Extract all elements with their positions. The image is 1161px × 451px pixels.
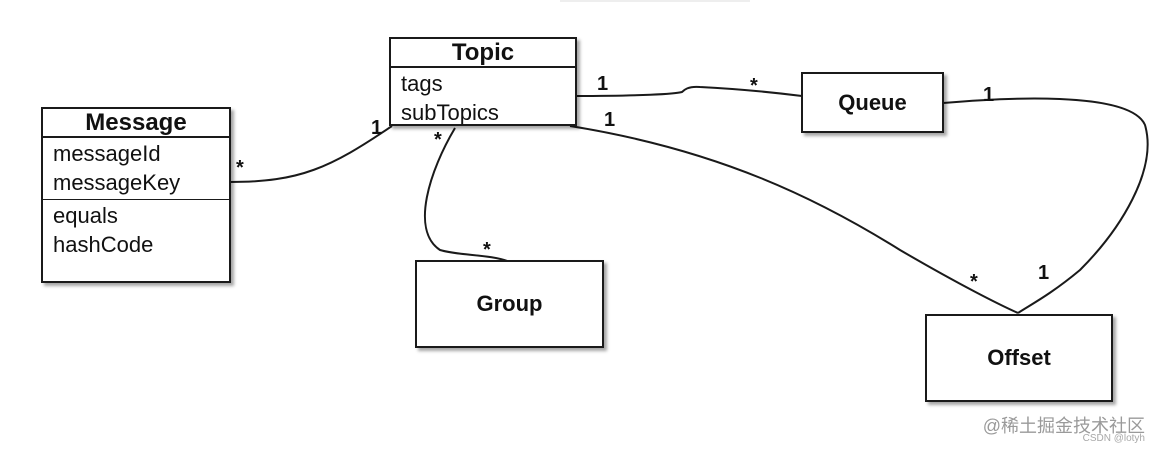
message-method-equals: equals [53, 203, 118, 228]
group-class-name: Group [476, 291, 543, 316]
message-method-hashcode: hashCode [53, 232, 154, 257]
topic-class: Topic tags subTopics [389, 37, 577, 126]
multiplicity-group-end-topic: * [483, 239, 491, 261]
message-methods: equals hashCode [43, 200, 229, 261]
multiplicity-offset-end-topic: * [970, 271, 978, 293]
message-class: Message messageId messageKey equals hash… [41, 107, 231, 283]
offset-class-name: Offset [987, 345, 1051, 370]
multiplicity-offset-end-queue: 1 [1038, 262, 1050, 284]
multiplicity-topic-end-offset: 1 [604, 109, 616, 131]
message-class-name: Message [43, 109, 229, 138]
watermark: @稀土掘金技术社区 [982, 416, 1145, 436]
multiplicity-topic-end-queue: 1 [597, 73, 609, 95]
queue-class: Queue [801, 72, 944, 133]
multiplicity-queue-end-offset: 1 [983, 84, 995, 106]
topic-attributes: tags subTopics [391, 68, 575, 129]
offset-class: Offset [925, 314, 1113, 402]
watermark-sub: CSDN @lotyh [1082, 433, 1145, 444]
association-topic-group [424, 127, 511, 263]
association-topic-offset [569, 125, 1019, 314]
multiplicity-topic-end-group: * [434, 129, 442, 151]
topic-attribute-tags: tags [401, 71, 443, 96]
topic-attribute-subtopics: subTopics [401, 100, 499, 125]
queue-class-name: Queue [838, 89, 907, 115]
message-attribute-messageid: messageId [53, 141, 161, 166]
message-attribute-messagekey: messageKey [53, 170, 181, 195]
top-divider [560, 0, 750, 2]
association-queue-offset [942, 97, 1149, 314]
association-message-topic [229, 125, 393, 183]
message-attributes: messageId messageKey [43, 138, 229, 200]
group-class: Group [415, 260, 604, 348]
multiplicity-message-end: * [236, 157, 244, 179]
multiplicity-topic-end-message: 1 [371, 117, 383, 139]
multiplicity-queue-end-topic: * [750, 75, 758, 97]
association-topic-queue [575, 85, 803, 97]
topic-class-name: Topic [391, 39, 575, 68]
